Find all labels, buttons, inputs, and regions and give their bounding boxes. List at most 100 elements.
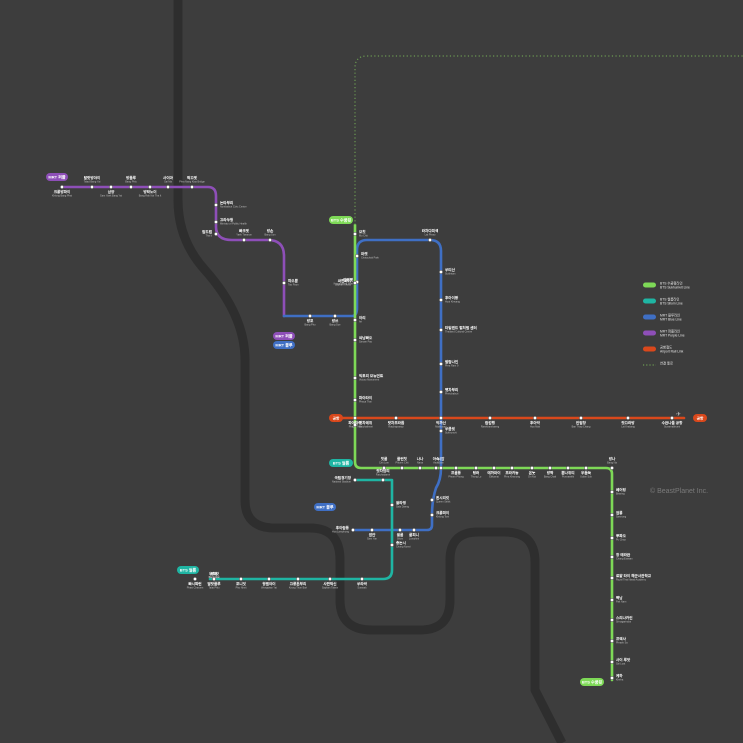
station-sub: Punnawithi xyxy=(562,476,575,479)
station-name: 파야타이 xyxy=(359,395,372,400)
svg-text:BTS 수쿰윗: BTS 수쿰윗 xyxy=(331,216,351,222)
station-name: 프롬퐁 xyxy=(451,470,462,475)
station-dot xyxy=(610,555,614,559)
station-sub: Chang Erawan xyxy=(616,557,633,560)
station-name: 쑤라싹 xyxy=(357,581,368,586)
station-dot xyxy=(610,639,614,643)
station-sub: Asok xyxy=(433,461,439,464)
station-sub: Silom xyxy=(397,538,403,541)
station-dot xyxy=(308,314,312,318)
station-name: 국립경기장 xyxy=(334,475,351,480)
station-dot xyxy=(129,185,133,189)
station-dot xyxy=(148,185,152,189)
station-name: 나나 xyxy=(417,456,424,461)
station-dot xyxy=(610,536,614,540)
station-dot xyxy=(353,376,357,380)
station-sub: Udom Suk xyxy=(580,476,592,479)
